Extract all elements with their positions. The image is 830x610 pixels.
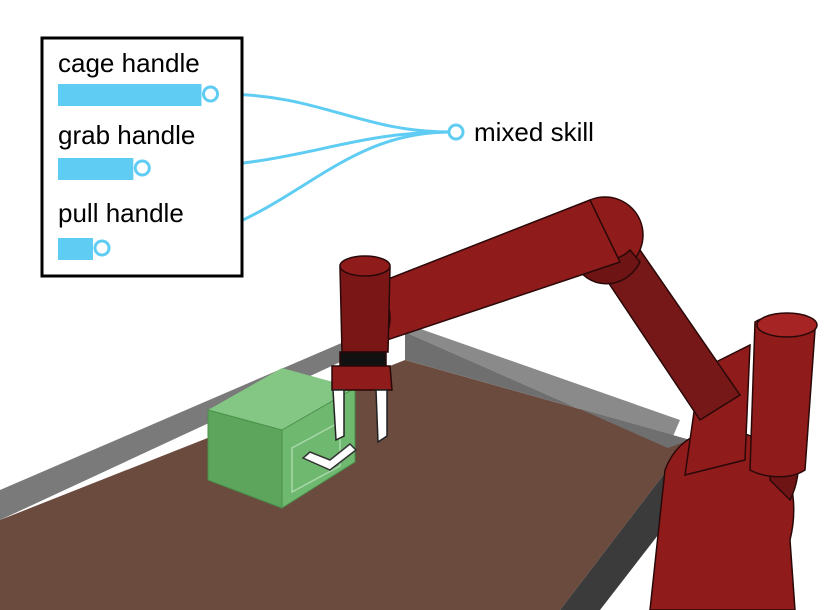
- robot-arm-illustration: [339, 196, 818, 610]
- skill-weights-panel: cage handle grab handle pull handle: [40, 36, 244, 278]
- skill-label-pull: pull handle: [58, 198, 184, 228]
- wire-cage: [221, 92, 451, 134]
- skill-output-port-cage: [202, 85, 219, 103]
- mixed-skill-input-port: [447, 123, 465, 141]
- skill-weight-bar-cage: [58, 84, 202, 106]
- skill-weights-frame: [40, 36, 244, 278]
- skill-output-port-grab: [133, 159, 151, 177]
- box-face-panel: [291, 420, 341, 494]
- box-top: [208, 368, 355, 430]
- robot-riser: [749, 314, 816, 478]
- skill-weight-bar-pull: [58, 238, 93, 260]
- table-rim-far: [395, 320, 680, 448]
- table-rim-back: [0, 320, 405, 520]
- table-inner-lip: [405, 332, 690, 448]
- skill-weight-bar-grab: [58, 158, 134, 180]
- gripper-finger-left: [332, 389, 345, 442]
- skill-output-port-pull: [93, 239, 111, 257]
- skill-label-cage: cage handle: [58, 48, 200, 78]
- robot-riser-top: [756, 312, 818, 338]
- mixed-skill-label: mixed skill: [474, 117, 594, 147]
- gripper-finger-right: [375, 389, 388, 444]
- robot-wrist-top: [339, 255, 391, 277]
- box-handle: [301, 442, 358, 471]
- gripper-body: [331, 365, 393, 391]
- table-top: [0, 360, 690, 610]
- robot-flange: [339, 351, 387, 367]
- robot-forearm: [359, 199, 622, 346]
- parallel-gripper: [331, 365, 393, 444]
- skill-label-grab: grab handle: [58, 120, 195, 150]
